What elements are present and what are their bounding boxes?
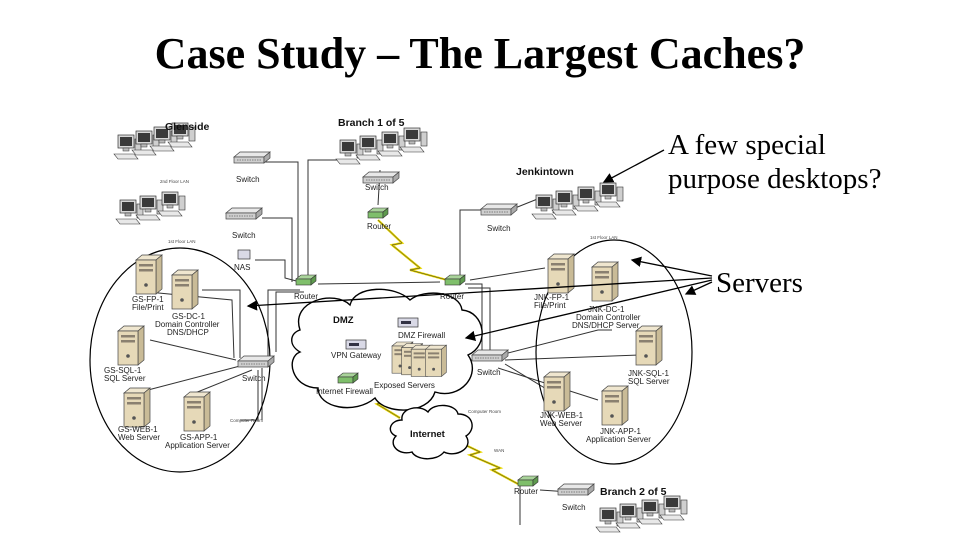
server-gs-app-1 xyxy=(183,391,211,432)
label-router-branch1: Router xyxy=(367,222,391,231)
vpn-gateway-device xyxy=(345,339,367,350)
label-switch-jenkintown-servers: Switch xyxy=(477,368,501,377)
branch2-desktops xyxy=(595,495,688,533)
switch-branch2 xyxy=(557,483,595,496)
router-glenside xyxy=(295,274,317,286)
site-label-jenkintown: Jenkintown xyxy=(516,166,574,178)
label-jnk-sql-1-role: SQL Server xyxy=(628,377,670,386)
slide-title: Case Study – The Largest Caches? xyxy=(154,29,806,78)
router-branch2 xyxy=(517,475,539,487)
callout-servers: Servers xyxy=(716,267,803,299)
label-jnk-dc-1-role2: DNS/DHCP Server xyxy=(572,321,640,330)
label-vpn-gateway: VPN Gateway xyxy=(331,351,381,360)
switch-glenside-servers xyxy=(237,355,275,368)
label-jnk-fp-1-role: File/Print xyxy=(534,301,566,310)
computer-room-label-jenkintown: Computer Room xyxy=(468,409,501,414)
server-gs-dc-1 xyxy=(171,269,199,310)
switch-jenkintown xyxy=(480,203,518,216)
glenside-2nd-floor-label: 2nd Floor LAN xyxy=(160,179,189,184)
label-nas: NAS xyxy=(234,263,250,272)
server-jnk-app-1 xyxy=(601,385,629,426)
server-gs-web-1 xyxy=(123,387,151,428)
callout-line-2: purpose desktops? xyxy=(668,163,882,195)
exposed-servers-group xyxy=(391,341,447,377)
nas-device xyxy=(237,249,251,260)
server-gs-fp-1 xyxy=(135,254,163,295)
site-label-branch2: Branch 2 of 5 xyxy=(600,486,667,498)
label-gs-web-1-name: GS-WEB-1 xyxy=(118,425,158,434)
computer-room-label-glenside: Computer Room xyxy=(230,418,263,423)
callout-special-desktops: A few special purpose desktops? xyxy=(668,128,881,196)
label-switch-branch2: Switch xyxy=(562,503,586,512)
label-jnk-web-1-role: Web Server xyxy=(540,419,582,428)
label-dmz: DMZ xyxy=(333,315,354,326)
server-jnk-sql-1 xyxy=(635,325,663,366)
server-jnk-web-1 xyxy=(543,371,571,412)
label-router-central: Router xyxy=(440,292,464,301)
jenkintown-server-room-boundary xyxy=(535,239,693,465)
label-exposed-servers: Exposed Servers xyxy=(374,381,435,390)
jenkintown-desktops xyxy=(531,182,624,220)
callout-line-1: A few special xyxy=(668,129,826,161)
label-gs-dc-1-role: Domain Controller xyxy=(155,320,220,329)
label-gs-dc-1-name: GS-DC-1 xyxy=(172,312,205,321)
label-router-glenside: Router xyxy=(294,292,318,301)
label-gs-sql-1-name: GS-SQL-1 xyxy=(104,366,142,375)
label-switch-glenside-1st: Switch xyxy=(232,231,256,240)
label-gs-dc-1-role2: DNS/DHCP xyxy=(167,328,209,337)
label-jnk-dc-1-name: JNK-DC-1 xyxy=(588,305,625,314)
jenkintown-1st-floor-label: 1st Floor LAN xyxy=(590,235,618,240)
switch-branch1 xyxy=(362,171,400,184)
branch1-desktops xyxy=(335,127,428,165)
label-internet: Internet xyxy=(410,429,446,440)
label-switch-jenkintown: Switch xyxy=(487,224,511,233)
switch-glenside-1st xyxy=(225,207,263,220)
router-central xyxy=(444,274,466,286)
glenside-1st-floor-label: 1st Floor LAN xyxy=(168,239,196,244)
label-switch-glenside-servers: Switch xyxy=(242,374,266,383)
label-internet-firewall: Internet Firewall xyxy=(316,387,373,396)
label-jnk-app-1-role: Application Server xyxy=(586,435,651,444)
switch-jenkintown-servers xyxy=(471,349,509,362)
label-jnk-dc-1-role: Domain Controller xyxy=(576,313,641,322)
label-gs-web-1-role: Web Server xyxy=(118,433,160,442)
label-jnk-fp-1-name: JNK-FP-1 xyxy=(534,293,570,302)
label-router-branch2: Router xyxy=(514,487,538,496)
label-gs-sql-1-role: SQL Server xyxy=(104,374,146,383)
wan-label: WAN xyxy=(494,448,504,453)
label-switch-branch1: Switch xyxy=(365,183,389,192)
internet-firewall-device xyxy=(337,372,359,384)
label-gs-app-1-role: Application Server xyxy=(165,441,230,450)
label-gs-fp-1-name: GS-FP-1 xyxy=(132,295,164,304)
label-switch-glenside-2nd: Switch xyxy=(236,175,260,184)
dmz-firewall-device xyxy=(397,317,419,328)
router-branch1 xyxy=(367,207,389,219)
server-gs-sql-1 xyxy=(117,325,145,366)
label-jnk-app-1-name: JNK-APP-1 xyxy=(600,427,641,436)
internet-cloud xyxy=(389,404,473,460)
label-gs-app-1-name: GS-APP-1 xyxy=(180,433,218,442)
switch-glenside-2nd xyxy=(233,151,271,164)
callout-arrows xyxy=(246,149,713,341)
site-label-glenside: Glenside xyxy=(165,121,210,133)
server-jnk-dc-1 xyxy=(591,261,619,302)
label-jnk-web-1-name: JNK-WEB-1 xyxy=(540,411,584,420)
label-gs-fp-1-role: File/Print xyxy=(132,303,164,312)
site-label-branch1: Branch 1 of 5 xyxy=(338,117,405,129)
glenside-1st-floor-desktops xyxy=(115,191,186,225)
label-dmz-firewall: DMZ Firewall xyxy=(398,331,445,340)
label-jnk-sql-1-name: JNK-SQL-1 xyxy=(628,369,669,378)
